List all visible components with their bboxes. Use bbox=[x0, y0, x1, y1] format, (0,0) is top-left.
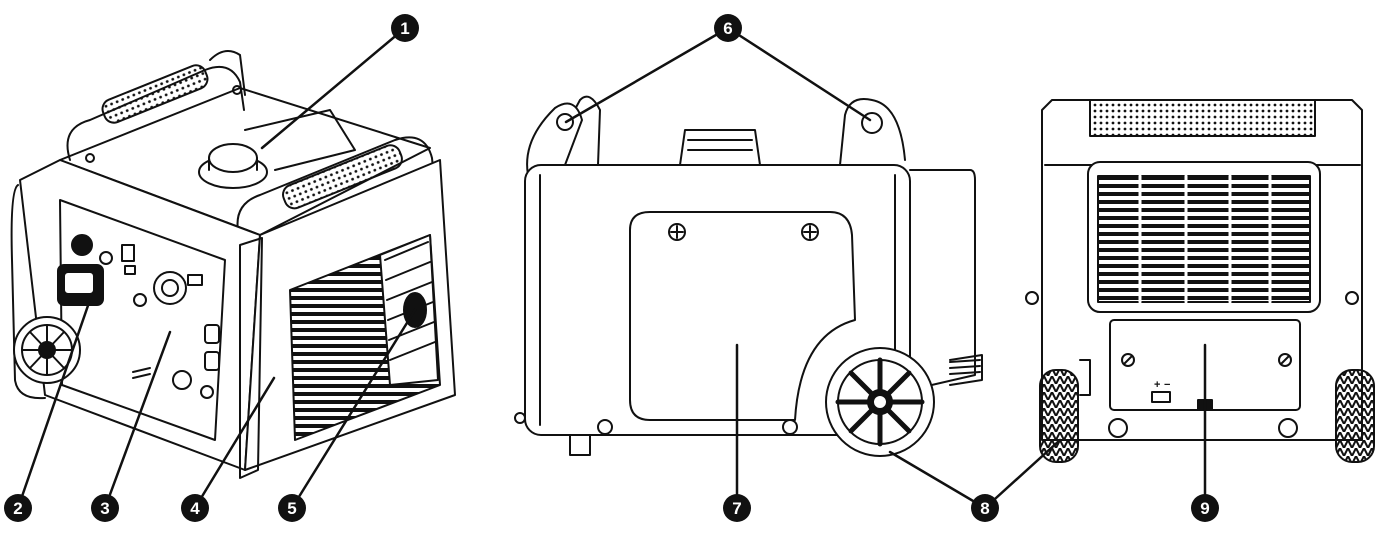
callout-5: 5 bbox=[278, 494, 306, 522]
svg-text:8: 8 bbox=[980, 499, 989, 518]
front-isometric-view bbox=[10, 50, 456, 479]
battery-minus-label: − bbox=[1164, 379, 1170, 391]
callout-9: 9 bbox=[1191, 494, 1219, 522]
svg-text:2: 2 bbox=[13, 499, 22, 518]
side-view bbox=[514, 95, 983, 457]
side-cover bbox=[239, 237, 263, 479]
callout-6: 6 bbox=[714, 14, 742, 42]
callout-7: 7 bbox=[723, 494, 751, 522]
svg-text:1: 1 bbox=[400, 19, 409, 38]
lift-point-left bbox=[556, 113, 574, 131]
top-handle-rear bbox=[101, 64, 209, 124]
rear-wheel-left bbox=[1039, 369, 1079, 463]
callout-markers: 1 2 3 4 5 6 7 8 9 bbox=[4, 14, 1219, 522]
rear-handle bbox=[1089, 99, 1316, 137]
svg-text:9: 9 bbox=[1200, 499, 1209, 518]
rear-wheel-right bbox=[1335, 369, 1375, 463]
ac-outlet-main bbox=[153, 271, 187, 305]
callout-2: 2 bbox=[4, 494, 32, 522]
callout-8: 8 bbox=[971, 494, 999, 522]
callout-4: 4 bbox=[181, 494, 209, 522]
lift-point-right bbox=[861, 112, 883, 134]
svg-text:3: 3 bbox=[100, 499, 109, 518]
rear-view bbox=[1025, 99, 1375, 463]
battery-indicator bbox=[1151, 391, 1171, 403]
maintenance-cover bbox=[629, 211, 856, 421]
leader-lines bbox=[16, 26, 1207, 510]
rear-grille bbox=[1097, 175, 1311, 303]
side-cap bbox=[679, 129, 761, 166]
svg-text:7: 7 bbox=[732, 499, 741, 518]
choke-knob bbox=[71, 234, 93, 256]
svg-text:4: 4 bbox=[190, 499, 200, 518]
fuel-cap bbox=[208, 143, 258, 173]
svg-text:5: 5 bbox=[287, 499, 296, 518]
svg-text:6: 6 bbox=[723, 19, 732, 38]
callout-1: 1 bbox=[391, 14, 419, 42]
top-handle-front bbox=[282, 144, 403, 210]
battery-plus-label: + bbox=[1154, 379, 1160, 391]
dc-outlet bbox=[172, 370, 192, 390]
callout-3: 3 bbox=[91, 494, 119, 522]
